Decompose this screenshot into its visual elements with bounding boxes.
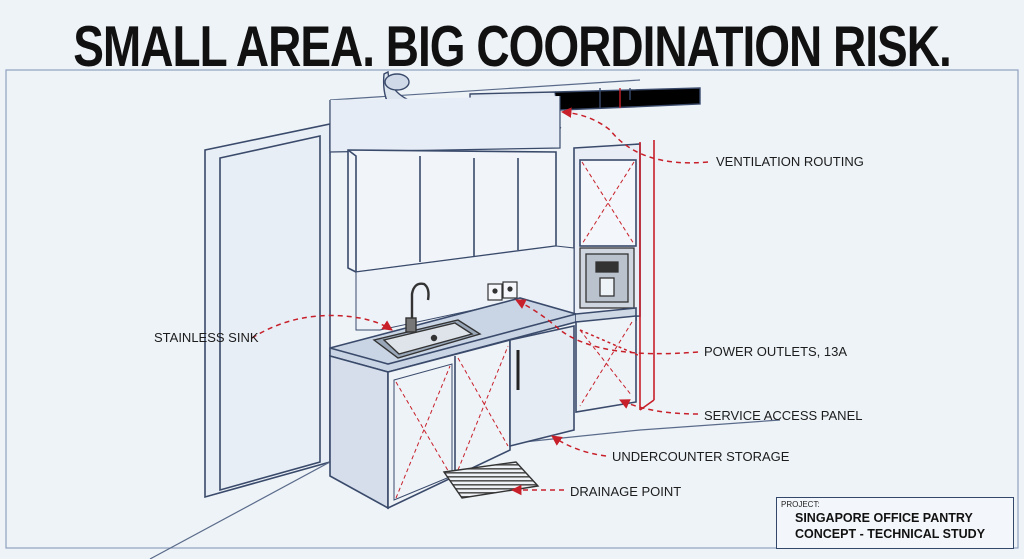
callout-drainage-point: DRAINAGE POINT xyxy=(570,484,682,499)
undercounter-fridge xyxy=(509,325,575,448)
upper-cabinets xyxy=(347,149,557,273)
base-cabinets xyxy=(329,338,511,510)
door-frame xyxy=(204,123,331,499)
callout-power-outlets: POWER OUTLETS, 13A xyxy=(704,344,848,359)
callout-stainless-sink: STAINLESS SINK xyxy=(154,330,259,345)
callout-leaders xyxy=(251,107,709,496)
sheet-border xyxy=(5,69,1019,549)
title-block-label: PROJECT: xyxy=(781,500,820,509)
title-block: PROJECT: SINGAPORE OFFICE PANTRY CONCEPT… xyxy=(776,497,1014,549)
callout-service-access-panel: SERVICE ACCESS PANEL xyxy=(704,408,863,423)
callout-undercounter-storage: UNDERCOUNTER STORAGE xyxy=(612,449,790,464)
bulkhead xyxy=(329,96,561,153)
sink-icon xyxy=(372,282,482,359)
right-base-cabinet xyxy=(575,315,637,413)
title-block-line-1: SINGAPORE OFFICE PANTRY xyxy=(795,511,973,525)
page-title: SMALL AREA. BIG COORDINATION RISK. xyxy=(73,13,952,79)
coffee-machine-icon xyxy=(579,247,635,309)
power-outlet-icon xyxy=(487,281,518,301)
callout-ventilation-routing: VENTILATION ROUTING xyxy=(716,154,864,169)
service-column xyxy=(639,140,655,411)
title-block-line-2: CONCEPT - TECHNICAL STUDY xyxy=(795,527,986,541)
